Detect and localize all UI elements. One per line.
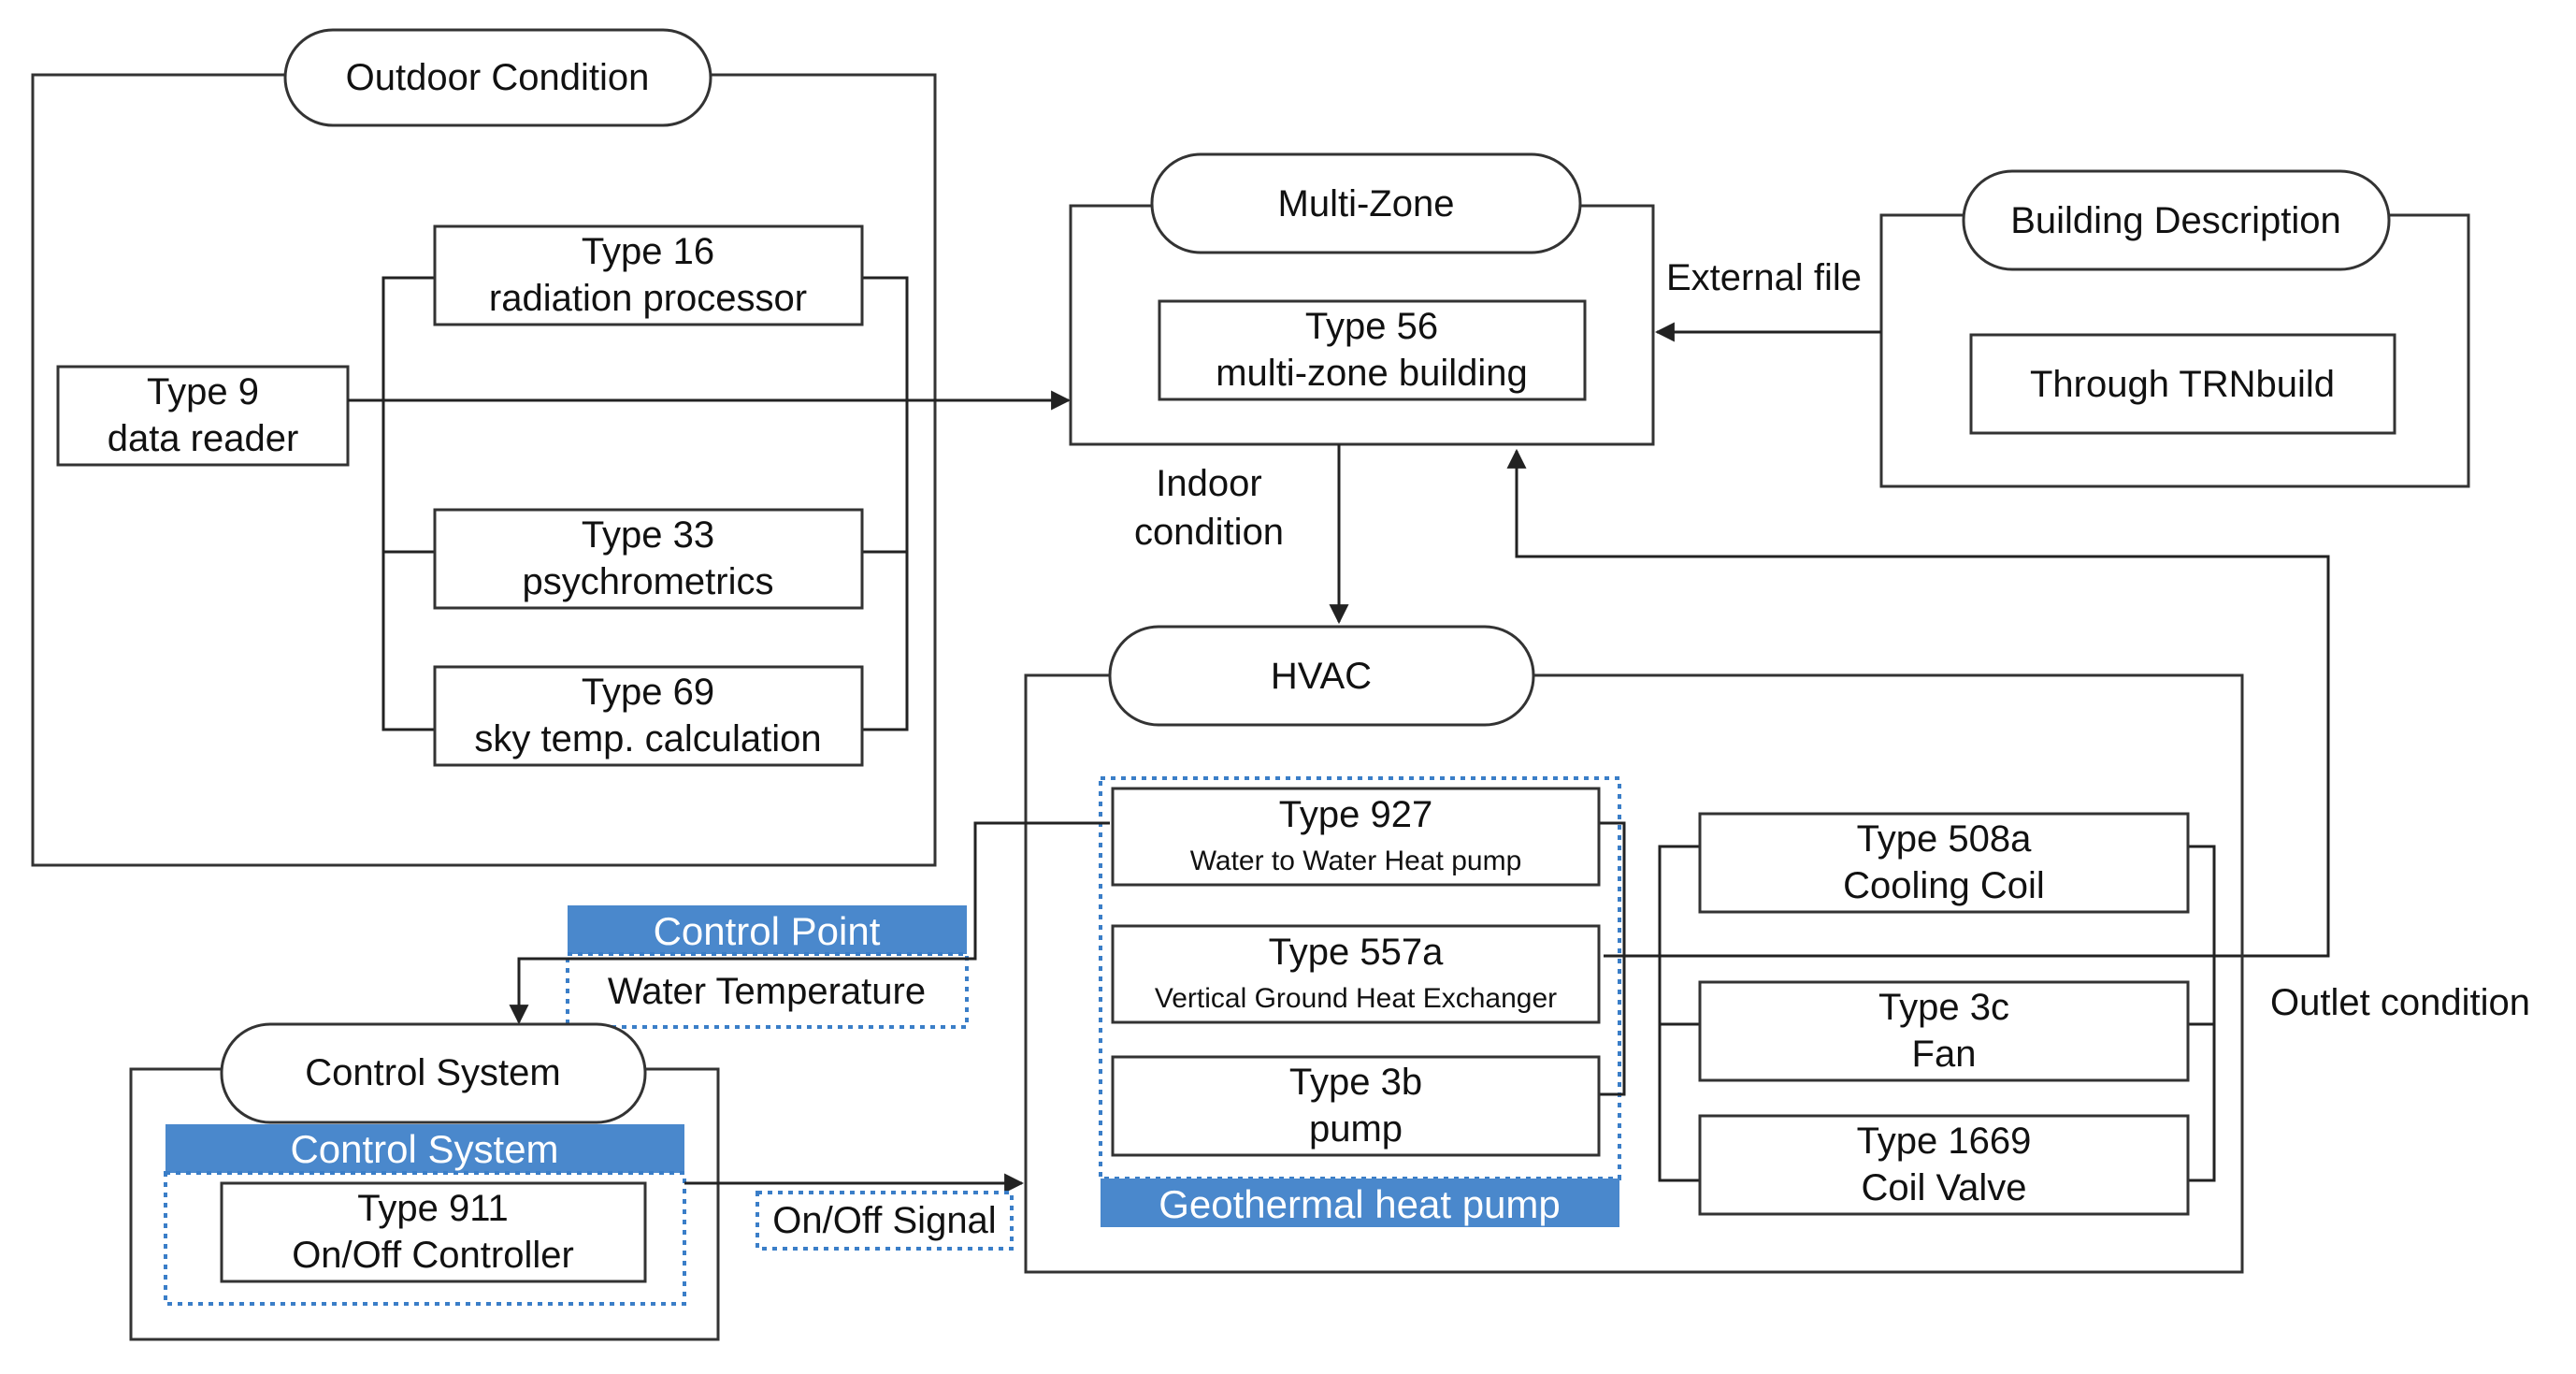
outdoor-condition-group: Outdoor Condition Type 9 data reader Typ…	[31, 28, 937, 867]
type9-desc: data reader	[108, 418, 299, 459]
outdoor-condition-title: Outdoor Condition	[346, 57, 650, 98]
type911-box: Type 911 On/Off Controller	[220, 1181, 647, 1283]
type9-title: Type 9	[147, 371, 259, 412]
external-file-label: External file	[1666, 257, 1862, 298]
type3c-box: Type 3c Fan	[1698, 980, 2190, 1082]
control-point-header-bar	[568, 905, 967, 954]
control-system-title: Control System	[305, 1052, 560, 1093]
arrow-control-point-to-control	[509, 821, 1110, 1025]
type3b-title: Type 3b	[1289, 1062, 1422, 1103]
type557a-title: Type 557a	[1269, 932, 1445, 973]
outdoor-condition-title-pill	[283, 28, 712, 127]
trnbuild-box	[1969, 333, 2396, 435]
building-title: Building Description	[2010, 200, 2341, 241]
control-system-group: Control System Control System Type 911 O…	[129, 1022, 720, 1341]
type56-box: Type 56 multi-zone building	[1158, 299, 1587, 401]
building-frame	[1879, 213, 2470, 488]
trnbuild-label: Through TRNbuild	[2030, 364, 2335, 405]
type508a-title: Type 508a	[1857, 818, 2033, 860]
hvac-right-left-bracket	[1658, 845, 1700, 1182]
type3b-desc: pump	[1309, 1108, 1403, 1150]
type3c-desc: Fan	[1912, 1034, 1977, 1075]
hvac-group: HVAC Geothermal heat pump Type 927 Water…	[1024, 625, 2244, 1274]
multizone-title-pill	[1150, 152, 1582, 254]
type1669-desc: Coil Valve	[1861, 1167, 2026, 1208]
type16-box: Type 16 radiation processor	[433, 224, 864, 326]
type33-title: Type 33	[582, 514, 714, 556]
outdoor-right-bracket	[862, 276, 909, 731]
type508a-box: Type 508a Cooling Coil	[1698, 812, 2190, 914]
hvac-title: HVAC	[1271, 656, 1372, 697]
type557a-box: Type 557a Vertical Ground Heat Exchanger	[1111, 924, 1601, 1024]
type69-title: Type 69	[582, 672, 714, 713]
type927-desc: Water to Water Heat pump	[1190, 846, 1522, 876]
type56-desc: multi-zone building	[1216, 353, 1528, 394]
type56-title: Type 56	[1305, 306, 1438, 347]
control-point-dotted-box	[566, 952, 969, 1029]
type1669-title: Type 1669	[1857, 1121, 2032, 1162]
building-title-pill	[1962, 169, 2391, 271]
outlet-condition-label: Outlet condition	[2270, 982, 2530, 1023]
control-point-group: Control Point Water Temperature	[566, 905, 969, 1029]
geothermal-label-bar	[1101, 1179, 1619, 1227]
water-temperature-label: Water Temperature	[608, 971, 926, 1012]
arrow-outlet-condition	[1506, 448, 2330, 958]
hvac-title-pill	[1108, 625, 1535, 727]
indoor-label-line1: Indoor	[1156, 463, 1261, 504]
type508a-desc: Cooling Coil	[1843, 865, 2045, 906]
type927-title: Type 927	[1279, 794, 1433, 835]
control-point-header: Control Point	[654, 909, 881, 953]
type69-desc: sky temp. calculation	[474, 718, 821, 759]
type16-desc: radiation processor	[489, 278, 807, 319]
type9-box: Type 9 data reader	[56, 365, 350, 467]
geothermal-loop-connector	[1599, 821, 1626, 1096]
control-system-dotted-box	[164, 1171, 686, 1306]
control-system-header-bar	[165, 1124, 684, 1173]
outdoor-left-bracket	[381, 276, 435, 731]
onoff-signal-label: On/Off Signal	[772, 1200, 996, 1241]
control-system-header: Control System	[290, 1127, 558, 1171]
onoff-signal-dotted-box	[756, 1191, 1014, 1251]
indoor-label-line2: condition	[1134, 512, 1284, 553]
type1669-box: Type 1669 Coil Valve	[1698, 1114, 2190, 1216]
type3c-title: Type 3c	[1878, 987, 2009, 1028]
multizone-title: Multi-Zone	[1278, 183, 1455, 224]
geothermal-label: Geothermal heat pump	[1158, 1182, 1561, 1226]
hvac-frame	[1024, 673, 2244, 1274]
type3b-box: Type 3b pump	[1111, 1055, 1601, 1157]
outdoor-condition-frame	[31, 73, 937, 867]
type927-box: Type 927 Water to Water Heat pump	[1111, 787, 1601, 887]
building-description-group: Building Description Through TRNbuild	[1879, 169, 2470, 488]
type33-desc: psychrometrics	[523, 561, 774, 602]
multizone-frame	[1069, 204, 1655, 446]
type69-box: Type 69 sky temp. calculation	[433, 665, 864, 767]
hvac-right-right-bracket	[2188, 845, 2216, 1182]
type911-desc: On/Off Controller	[292, 1235, 574, 1276]
control-system-frame	[129, 1067, 720, 1341]
type557a-desc: Vertical Ground Heat Exchanger	[1155, 983, 1557, 1014]
multizone-group: Multi-Zone Type 56 multi-zone building	[1069, 152, 1655, 446]
type911-title: Type 911	[357, 1188, 509, 1229]
type16-title: Type 16	[582, 231, 714, 272]
geothermal-dotted-frame	[1099, 776, 1621, 1180]
control-system-title-pill	[220, 1022, 647, 1124]
type33-box: Type 33 psychrometrics	[433, 508, 864, 610]
